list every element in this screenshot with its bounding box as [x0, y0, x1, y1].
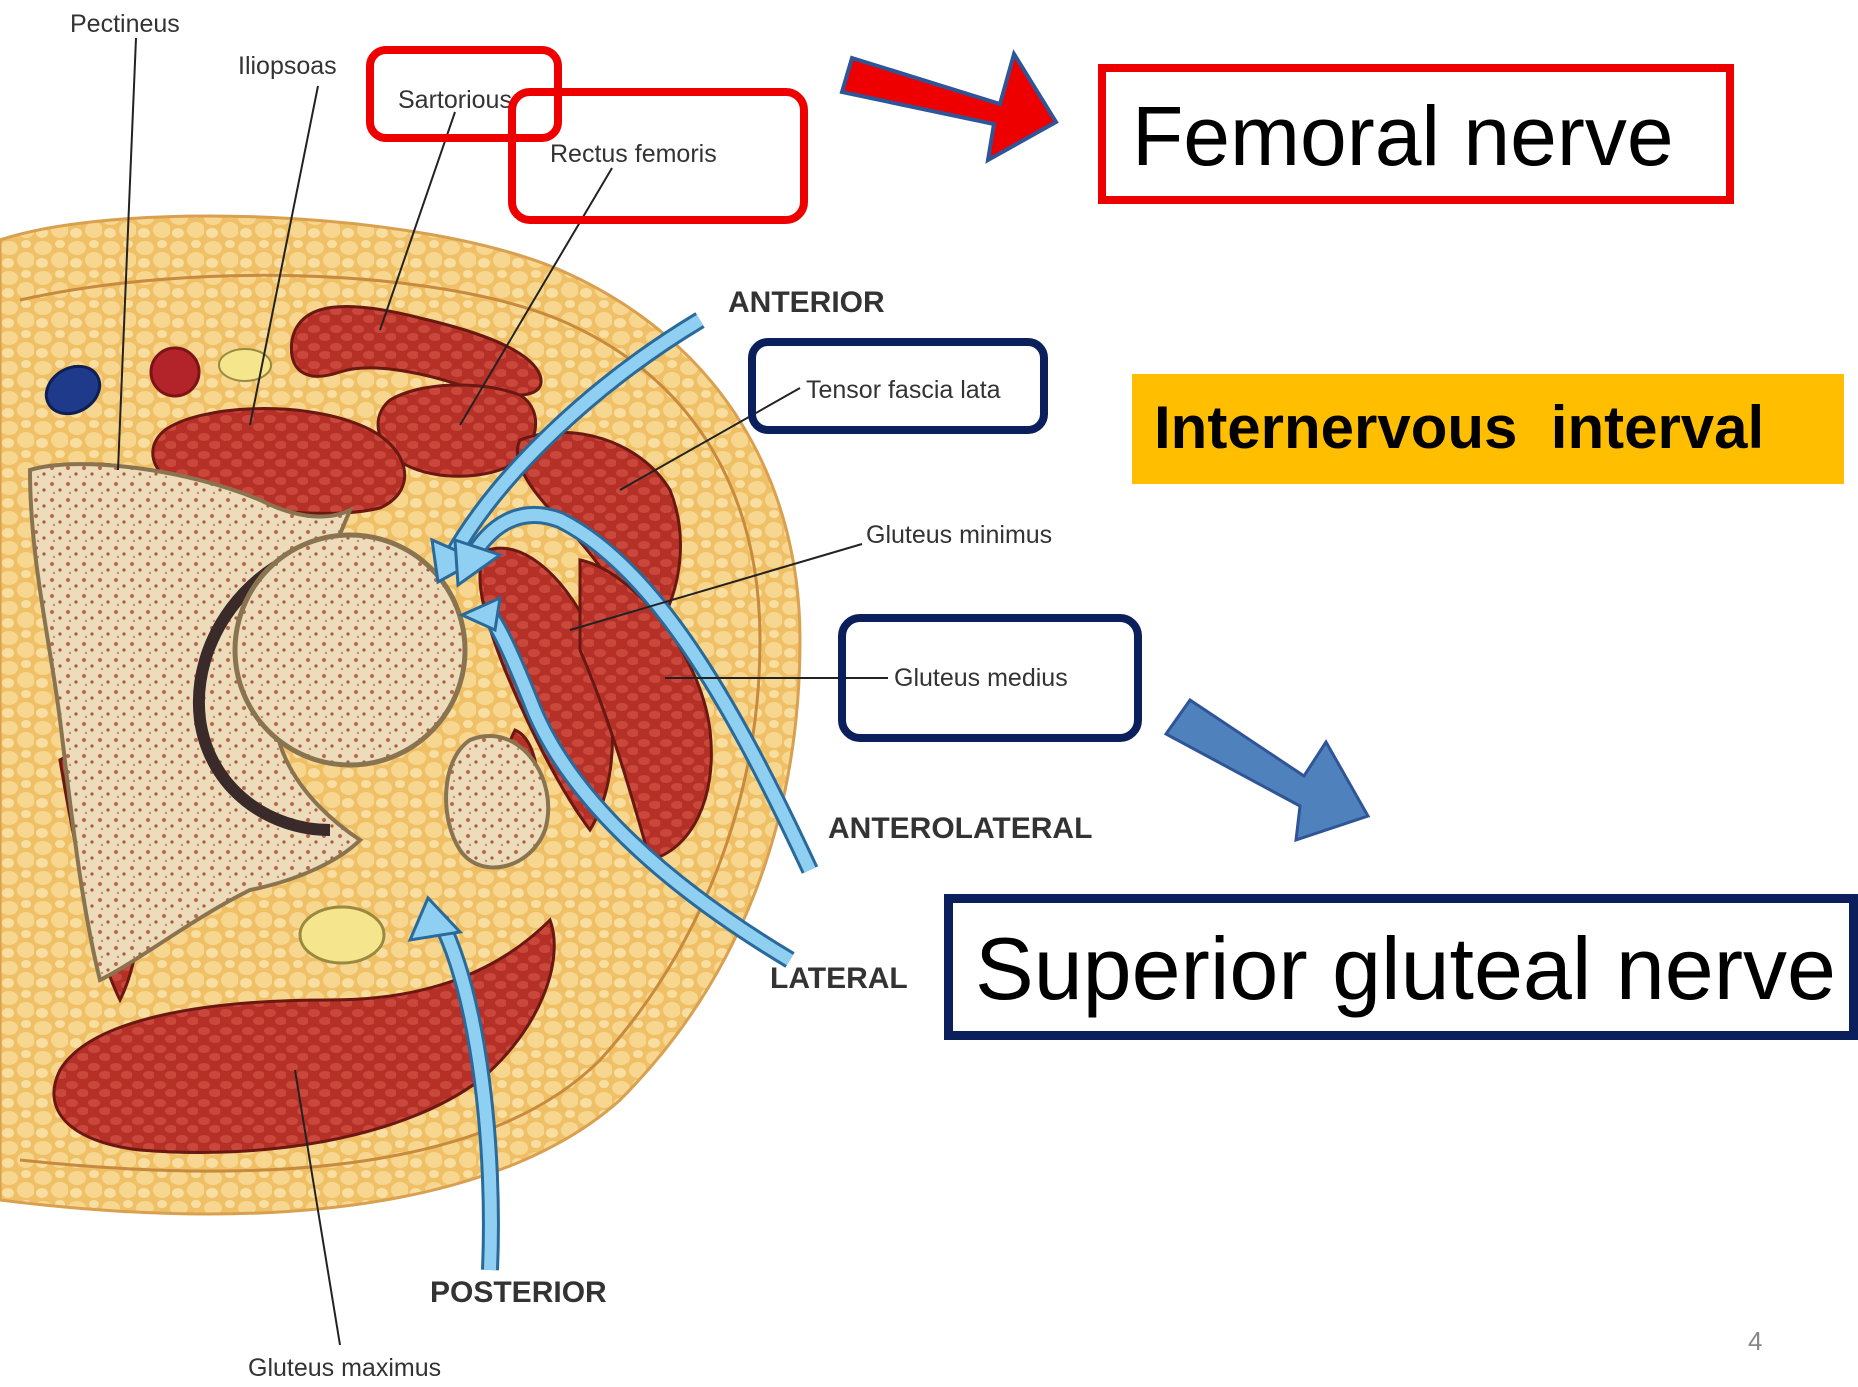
page-number: 4	[1748, 1326, 1762, 1357]
superior-gluteal-nerve-text: Superior gluteal nerve	[975, 921, 1836, 1017]
label-tensor-fascia-lata: Tensor fascia lata	[806, 376, 1001, 404]
femoral-head	[235, 535, 465, 765]
label-rectus-femoris: Rectus femoris	[550, 140, 717, 168]
label-sartorius: Sartorious	[398, 86, 512, 114]
internervous-interval-text: Internervous interval	[1154, 394, 1764, 462]
label-iliopsoas: Iliopsoas	[238, 52, 337, 80]
sciatic-nerve	[300, 907, 384, 963]
superior-gluteal-blue-arrow	[1166, 700, 1368, 840]
label-gluteus-maximus: Gluteus maximus	[248, 1354, 441, 1382]
label-anterior: ANTERIOR	[728, 286, 885, 319]
femoral-artery	[151, 348, 199, 396]
superior-gluteal-nerve-callout: Superior gluteal nerve	[944, 894, 1858, 1040]
label-gluteus-medius: Gluteus medius	[894, 664, 1068, 692]
femoral-nerve-callout: Femoral nerve	[1098, 64, 1734, 204]
femoral-nerve-shape	[219, 349, 271, 381]
label-lateral: LATERAL	[770, 962, 908, 995]
label-posterior: POSTERIOR	[430, 1276, 607, 1309]
femoral-nerve-text: Femoral nerve	[1132, 90, 1674, 182]
label-pectineus: Pectineus	[70, 10, 180, 38]
label-gluteus-minimus: Gluteus minimus	[866, 521, 1052, 549]
internervous-interval-callout: Internervous interval	[1132, 374, 1844, 484]
femoral-red-arrow	[842, 54, 1056, 160]
label-anterolateral: ANTEROLATERAL	[828, 812, 1092, 845]
